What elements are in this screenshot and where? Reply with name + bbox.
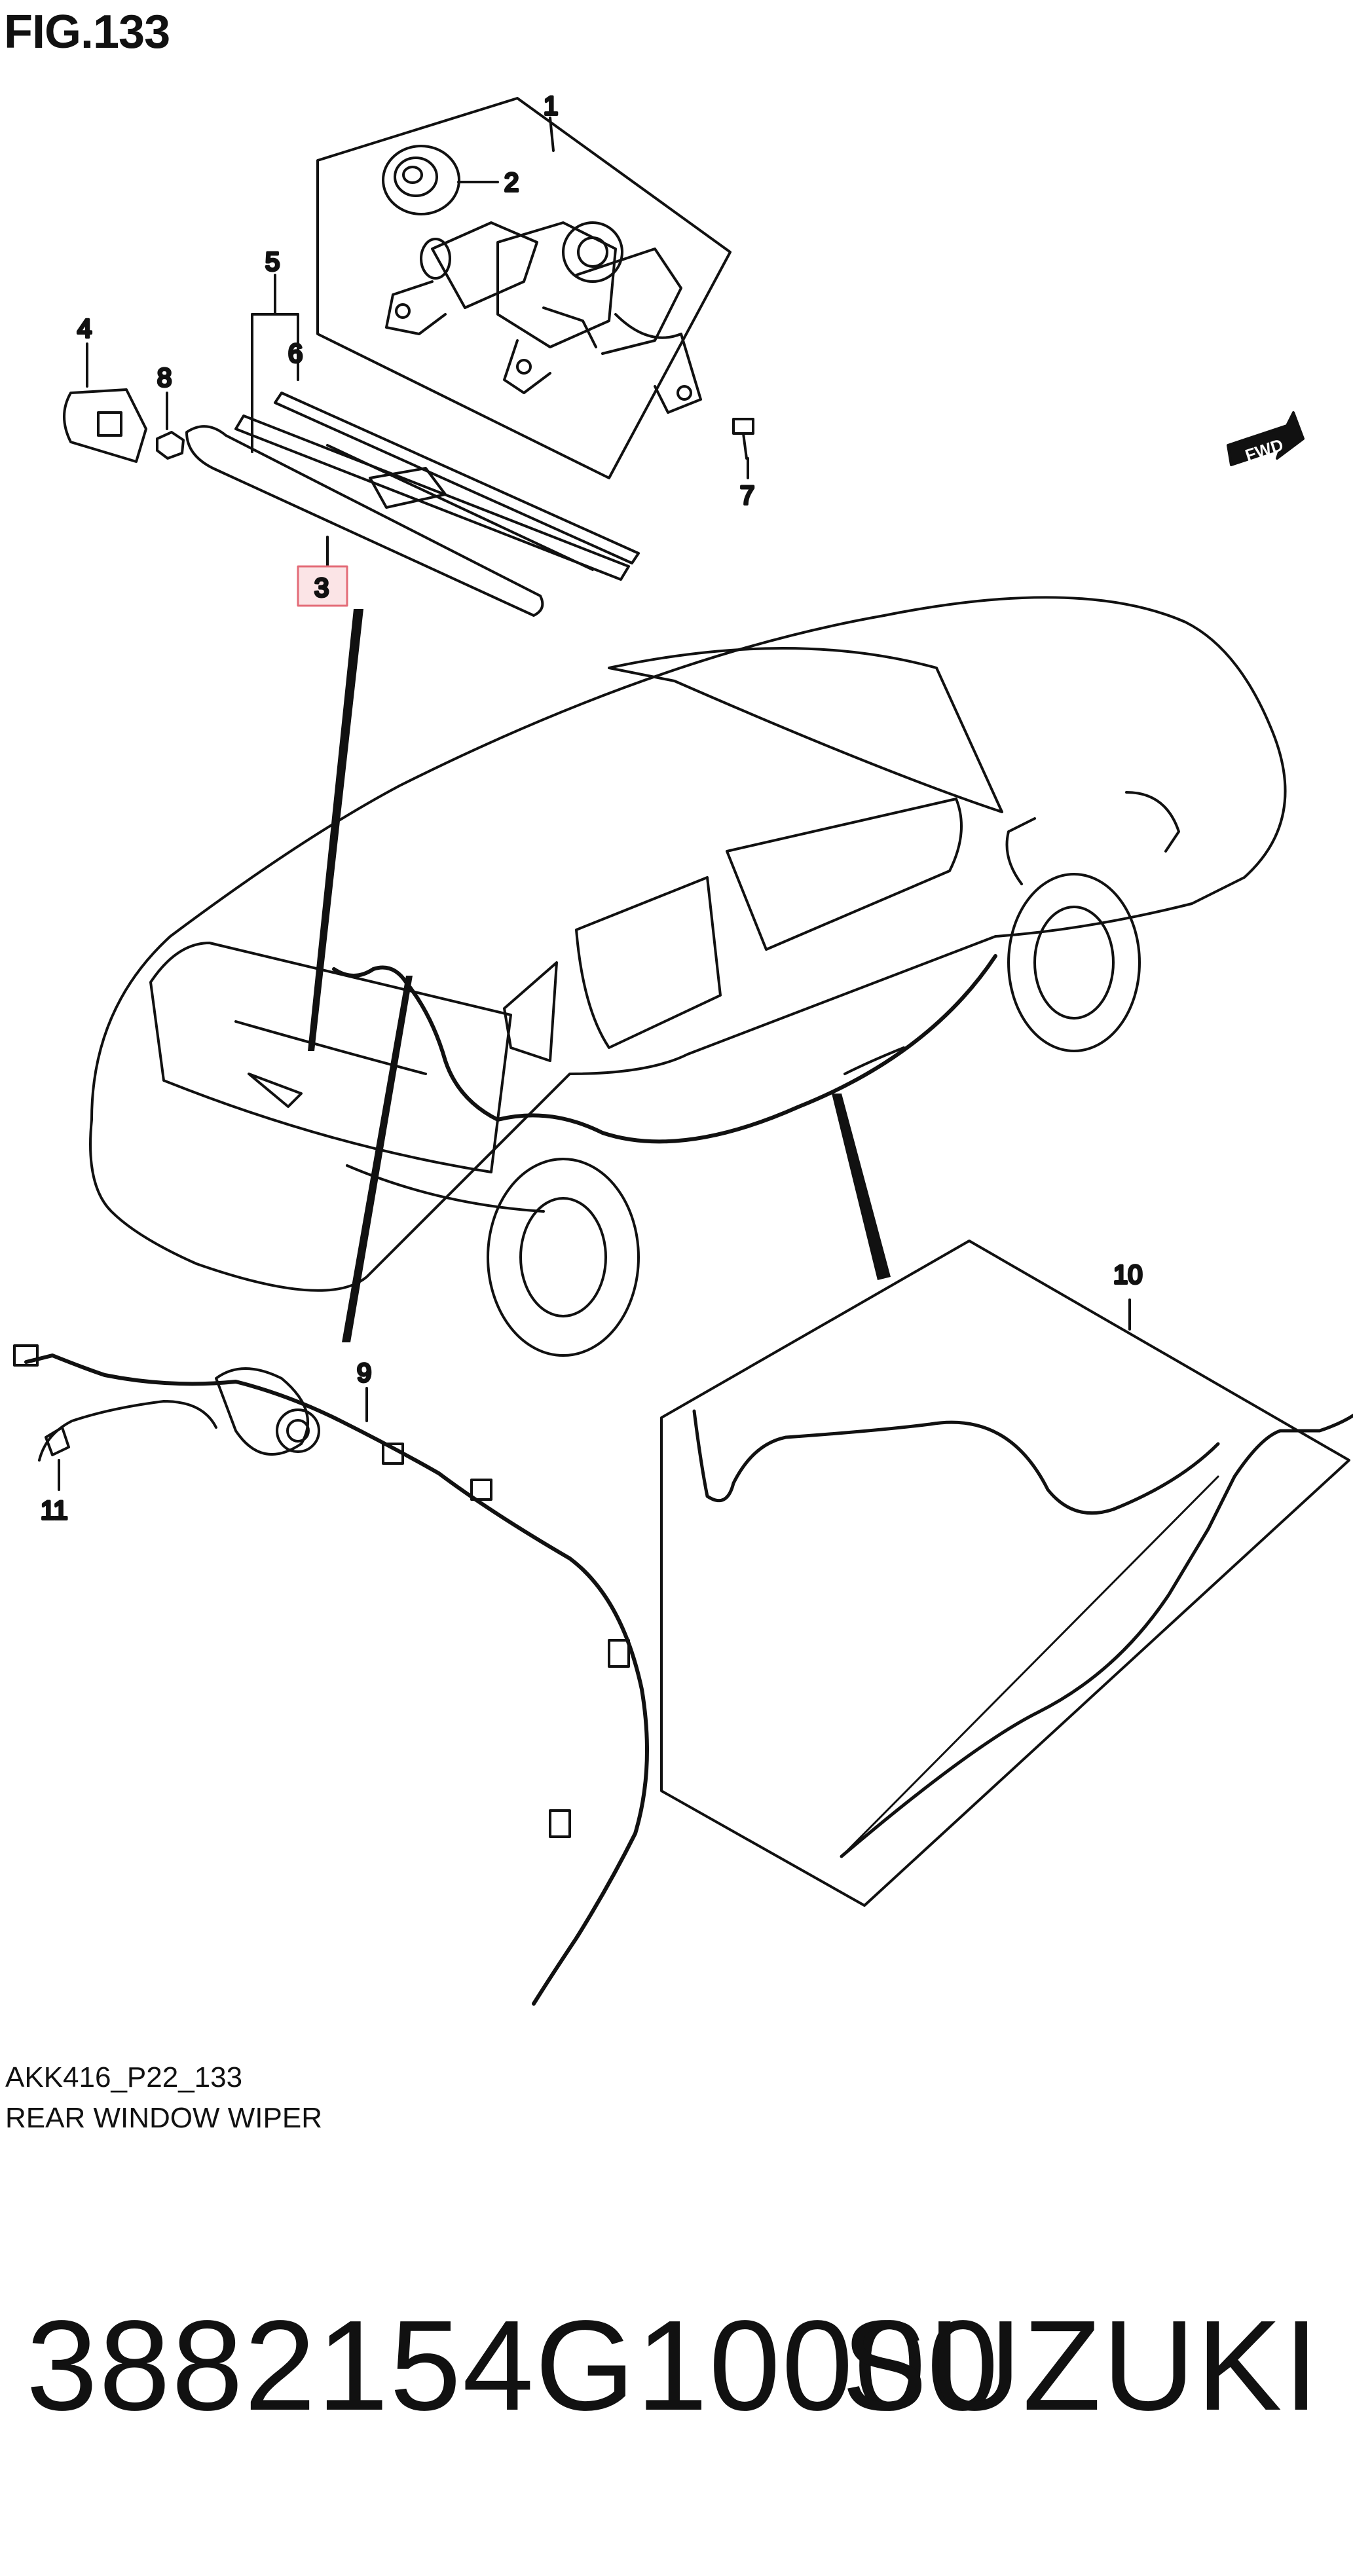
grommet-part	[382, 145, 499, 215]
callout-10: 10	[1113, 1260, 1143, 1289]
callout-2: 2	[504, 168, 519, 197]
callout-8: 8	[157, 363, 172, 392]
harness-box	[660, 1240, 1353, 1907]
figure-name: REAR WINDOW WIPER	[5, 2102, 322, 2134]
callout-3: 3	[314, 574, 329, 602]
callout-6: 6	[288, 339, 303, 368]
brand-name: SUZUKI	[842, 2294, 1320, 2437]
parts-diagram: FWD	[13, 90, 1353, 2006]
car-body	[89, 596, 1287, 1357]
fwd-arrow-icon: FWD	[1227, 411, 1305, 466]
callout-3-highlight	[297, 565, 348, 607]
pointer-wedges	[308, 609, 891, 1342]
wiper-motor-group	[316, 97, 732, 479]
wiper-blade	[234, 392, 640, 581]
part-number: 3882154G10000	[26, 2294, 1000, 2437]
footer: 3882154G10000 SUZUKI	[0, 2292, 1353, 2462]
callout-7: 7	[740, 481, 754, 510]
callout-11: 11	[41, 1496, 68, 1525]
callout-9: 9	[357, 1359, 371, 1388]
callout-1: 1	[544, 92, 558, 120]
figure-code: AKK416_P22_133	[5, 2061, 243, 2093]
nut	[156, 392, 185, 460]
rear-harness	[13, 1344, 649, 2006]
callout-5: 5	[265, 248, 280, 276]
blade-bracket	[251, 274, 299, 453]
bolt	[732, 418, 754, 479]
figure-title: FIG.133	[4, 6, 170, 58]
wiper-motor	[385, 221, 702, 414]
callout-4: 4	[77, 314, 92, 343]
arm-cap	[63, 342, 147, 463]
